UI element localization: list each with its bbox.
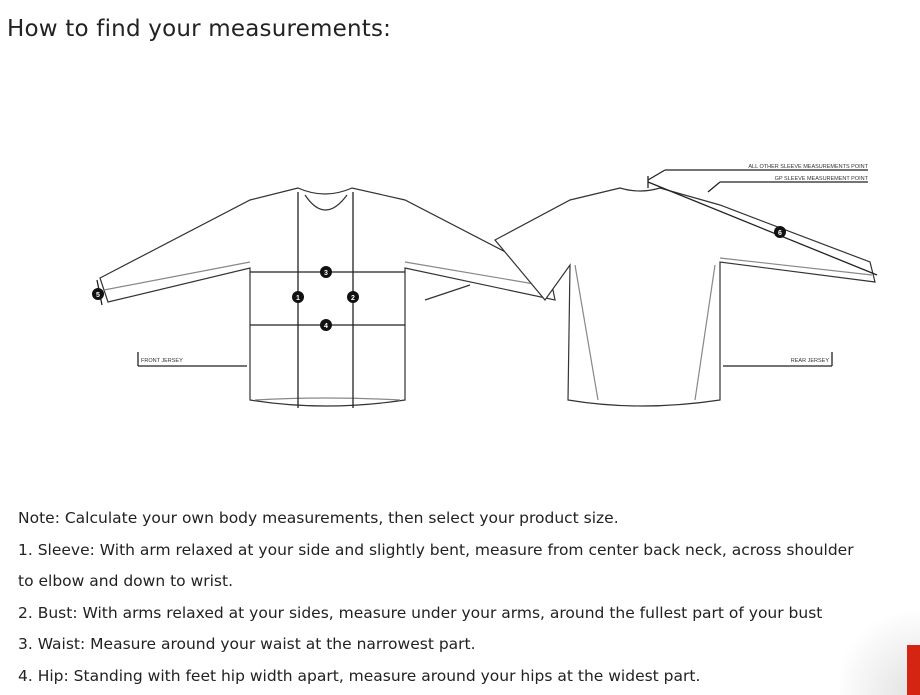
marker-6: 6 bbox=[774, 226, 786, 238]
measurement-notes: Note: Calculate your own body measuremen… bbox=[18, 503, 854, 692]
svg-text:6: 6 bbox=[778, 230, 782, 237]
label-front-jersey: FRONT JERSEY bbox=[141, 358, 183, 364]
jersey-measurement-diagram: ALL OTHER SLEEVE MEASUREMENTS POINT GP S… bbox=[92, 164, 878, 408]
svg-text:4: 4 bbox=[324, 323, 328, 330]
note-sleeve: 1. Sleeve: With arm relaxed at your side… bbox=[18, 540, 854, 559]
note-waist: 3. Waist: Measure around your waist at t… bbox=[18, 635, 476, 653]
label-rear-jersey: REAR JERSEY bbox=[791, 358, 830, 364]
note-sleeve-cont: to elbow and down to wrist. bbox=[18, 572, 234, 590]
note-intro: Note: Calculate your own body measuremen… bbox=[18, 509, 619, 527]
note-hip: 4. Hip: Standing with feet hip width apa… bbox=[18, 666, 701, 685]
marker-4: 4 bbox=[320, 319, 332, 331]
label-gp-sleeve-point: GP SLEEVE MEASUREMENT POINT bbox=[775, 176, 869, 182]
label-other-sleeve-point: ALL OTHER SLEEVE MEASUREMENTS POINT bbox=[748, 164, 868, 170]
svg-text:3: 3 bbox=[324, 270, 328, 277]
svg-text:5: 5 bbox=[96, 292, 100, 299]
marker-3: 3 bbox=[320, 266, 332, 278]
note-bust: 2. Bust: With arms relaxed at your sides… bbox=[18, 603, 823, 622]
page-title: How to find your measurements: bbox=[7, 16, 392, 42]
marker-2: 2 bbox=[347, 291, 359, 303]
rear-jersey-illustration bbox=[494, 187, 876, 407]
svg-text:2: 2 bbox=[351, 295, 355, 302]
svg-text:1: 1 bbox=[296, 295, 300, 302]
floating-action-button[interactable] bbox=[907, 645, 920, 695]
front-jersey-illustration bbox=[99, 187, 556, 407]
marker-1: 1 bbox=[292, 291, 304, 303]
button-shadow bbox=[840, 600, 920, 695]
marker-5: 5 bbox=[92, 288, 104, 300]
